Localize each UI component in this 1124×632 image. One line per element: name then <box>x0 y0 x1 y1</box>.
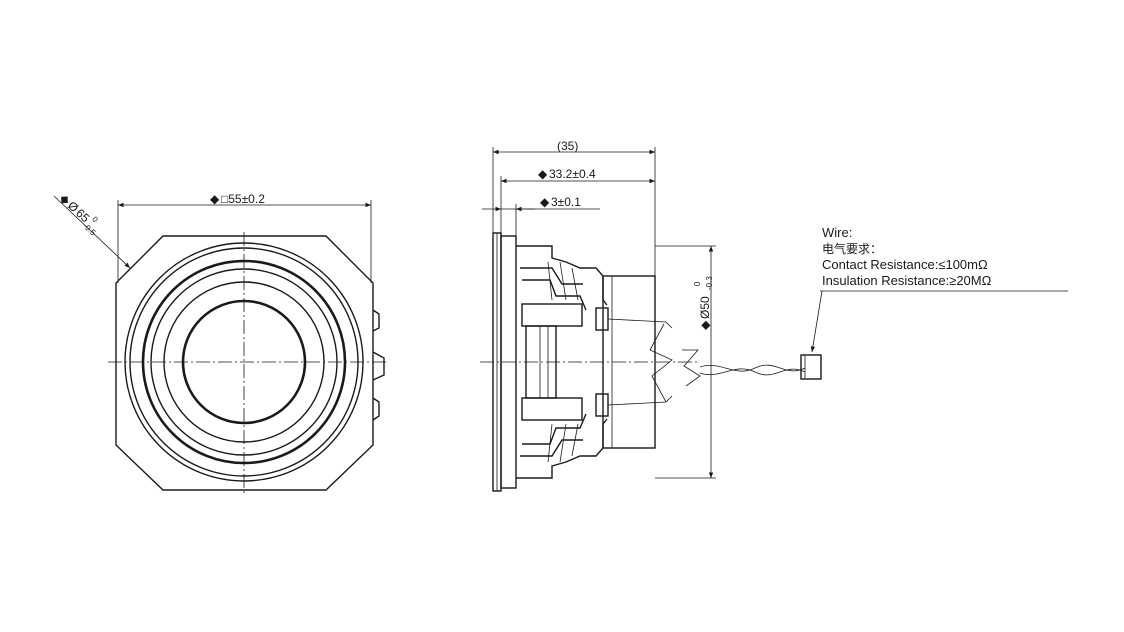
side-break-line <box>649 323 673 403</box>
dim-dia65-leader <box>53 195 131 269</box>
front-frame-outline <box>115 235 374 491</box>
dim-dia65-tol-upper: 0 <box>90 215 100 225</box>
wire-note-insulation: Insulation Resistance:≥20MΩ <box>822 273 992 288</box>
wire-note-contact: Contact Resistance:≤100mΩ <box>822 257 988 272</box>
dim-3-marker: ◆ <box>540 195 550 209</box>
dim-50-label: Ø50 <box>698 296 712 319</box>
dim-square-label: □55±0.2 <box>221 192 265 206</box>
dim-332-marker: ◆ <box>538 167 548 181</box>
wire-note-requirements: 电气要求： <box>822 241 882 256</box>
dim-50-text-group: ◆ Ø50 0 -0.3 <box>693 276 714 330</box>
wire-note-leader <box>810 290 823 353</box>
twisted-wire-a <box>699 364 806 372</box>
side-cone-top-2 <box>522 279 587 311</box>
front-terminal-mid <box>372 351 385 381</box>
side-terminal-block-top <box>595 307 609 331</box>
side-voicecoil-bottom <box>521 397 583 421</box>
dim-50-marker: ◆ <box>698 320 712 330</box>
side-view: (35) ◆ 33.2±0.4 ◆ 3±0.1 ◆ Ø50 0 -0.3 <box>480 139 822 492</box>
dim-332-label: 33.2±0.4 <box>549 167 596 181</box>
side-lead-wire-bottom <box>607 395 673 406</box>
front-terminal-bottom <box>372 397 380 421</box>
twisted-wire-b <box>699 368 806 376</box>
wire-connector <box>800 354 822 380</box>
front-view: ◆ □55±0.2 ◆ Ø 65 0 -0.5 <box>53 191 388 496</box>
side-cone-bottom-3 <box>547 423 579 463</box>
dim-square-marker: ◆ <box>210 192 220 206</box>
dim-50-tol-upper: 0 <box>693 281 702 286</box>
dim-50-tol-lower: -0.3 <box>705 276 714 290</box>
dim-3-label: 3±0.1 <box>551 195 581 209</box>
side-cone-top-3 <box>547 261 579 301</box>
side-voicecoil-top <box>521 303 583 327</box>
side-lead-wire-top <box>607 318 673 329</box>
front-terminal-top <box>372 309 380 332</box>
side-cone-bottom-1 <box>520 439 583 457</box>
wire-note-title: Wire: <box>822 225 852 240</box>
side-terminal-block-bottom <box>595 393 609 417</box>
side-cone-bottom-2 <box>522 413 587 445</box>
dim-35-label: (35) <box>557 139 578 153</box>
wire-note: Wire: 电气要求： Contact Resistance:≤100mΩ In… <box>810 225 1068 353</box>
side-break-line-2 <box>682 349 701 387</box>
side-cone-top-1 <box>520 267 583 285</box>
dim-dia65-text-group: ◆ Ø 65 0 -0.5 <box>57 191 100 238</box>
